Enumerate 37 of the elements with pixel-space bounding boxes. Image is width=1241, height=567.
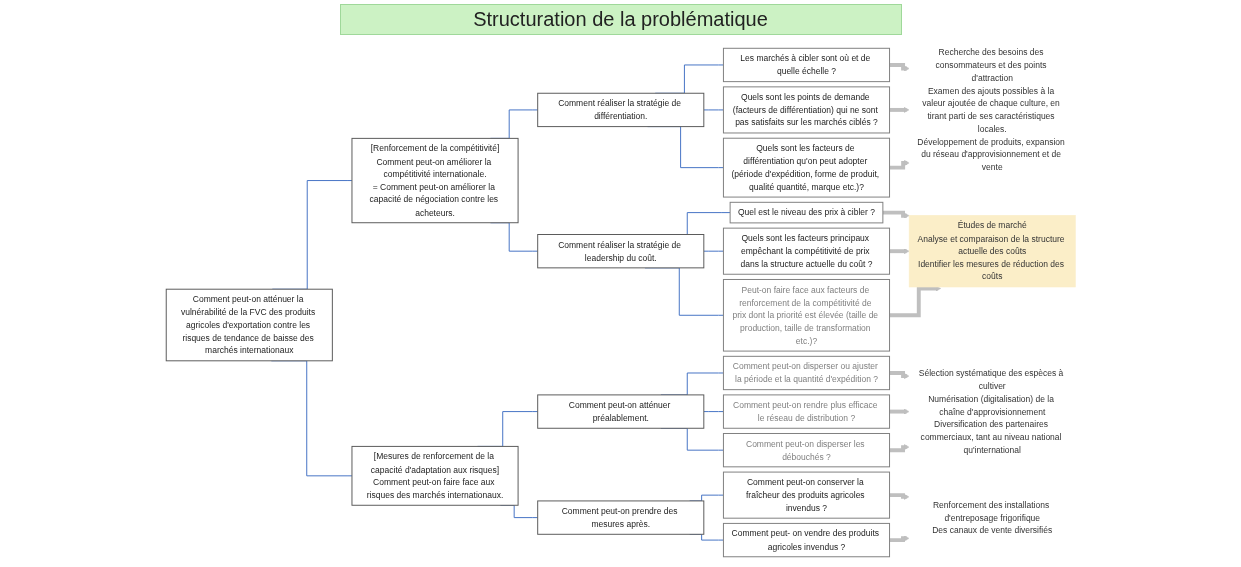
node-box: Comment peut-on disperser les débouchés ?: [722, 433, 890, 468]
node-box: [Mesures de renforcement de la capacité d'adaptation aux risques] Comment peut-on faire face aux risques des marchés internationaux.: [351, 445, 519, 506]
arrow: [889, 371, 910, 379]
node-box: Études de marché Analyse et comparaison de la structure actuelle des coûts Identifier les mesures de réduction des coûts: [908, 215, 1076, 288]
node-box: Comment peut-on rendre plus efficace le réseau de distribution ?: [722, 394, 890, 429]
node-text: Renforcement des installations d'entreposage frigorifique Des canaux de vente diversifiés: [931, 499, 1052, 536]
arrow: [889, 285, 941, 318]
arrow: [889, 107, 910, 113]
title-banner: Structuration de la problématique: [339, 4, 902, 35]
node-box: Quels sont les facteurs de différentiation qu'on peut adopter (période d'expédition, forme de produit, qualité quantité, marque etc.)?: [722, 137, 890, 198]
connector: [703, 250, 724, 252]
arrow: [889, 408, 910, 415]
node-box: Comment peut-on conserver la fraîcheur des produits agricoles invendus ?: [722, 471, 890, 519]
node-box: Comment réaliser la stratégie de différentiation.: [536, 92, 705, 128]
node-box: Comment peut-on disperser ou ajuster la période et la quantité d'expédition ?: [722, 355, 890, 391]
connector: [703, 109, 724, 111]
node-box: Quels sont les points de demande (facteurs de différentiation) qui ne sont pas satisfaits sur les marchés ciblés ?: [722, 86, 890, 134]
arrow: [882, 210, 910, 219]
node-box: Comment peut-on atténuer préalablement.: [536, 394, 705, 429]
connector: [703, 411, 724, 413]
node-text: Sélection systématique des espèces à cultiver Numérisation (digitalisation) de la chaîne d'approvisionnement Diversification des partenaires commerciaux, tant au niveau national qu'international: [918, 368, 1064, 455]
node-box: Peut-on faire face aux facteurs de renforcement de la compétitivité de prix dont la priorité est élevée (taille de production, taille de transformation etc.)?: [722, 279, 890, 352]
arrow: [889, 493, 910, 500]
node-box: Quel est le niveau des prix à cibler ?: [729, 201, 884, 224]
node-box: Comment peut-on atténuer la vulnérabilité de la FVC des produits agricoles d'exportation contre les risques de tendance de baisse des marchés internationaux: [165, 288, 333, 362]
node-text: Recherche des besoins des consommateurs et des points d'attraction Examen des ajouts possibles à la valeur ajoutée de chaque culture, en tirant parti de ses caractéristiques locales. Développement de produits, expansion du réseau d'approvisionnement et de vente: [917, 47, 1065, 173]
node-box: Les marchés à cibler sont où et de quelle échelle ?: [722, 47, 890, 83]
node-box: Comment réaliser la stratégie de leadership du coût.: [536, 234, 705, 269]
arrow: [889, 535, 910, 543]
arrow: [889, 63, 910, 72]
node-box: Comment peut-on prendre des mesures après.: [536, 500, 705, 535]
arrow: [889, 248, 910, 255]
arrow: [889, 444, 910, 453]
node-box: Quels sont les facteurs principaux empêchant la compétitivité de prix dans la structure actuelle du coût ?: [722, 227, 890, 275]
arrow: [889, 160, 910, 170]
node-box: Comment peut- on vendre des produits agricoles invendus ?: [722, 522, 890, 558]
node-box: [Renforcement de la compétitivité] Comment peut-on améliorer la compétitivité internationale. = Comment peut-on améliorer la capacité de négociation contre les acheteurs.: [351, 137, 519, 224]
